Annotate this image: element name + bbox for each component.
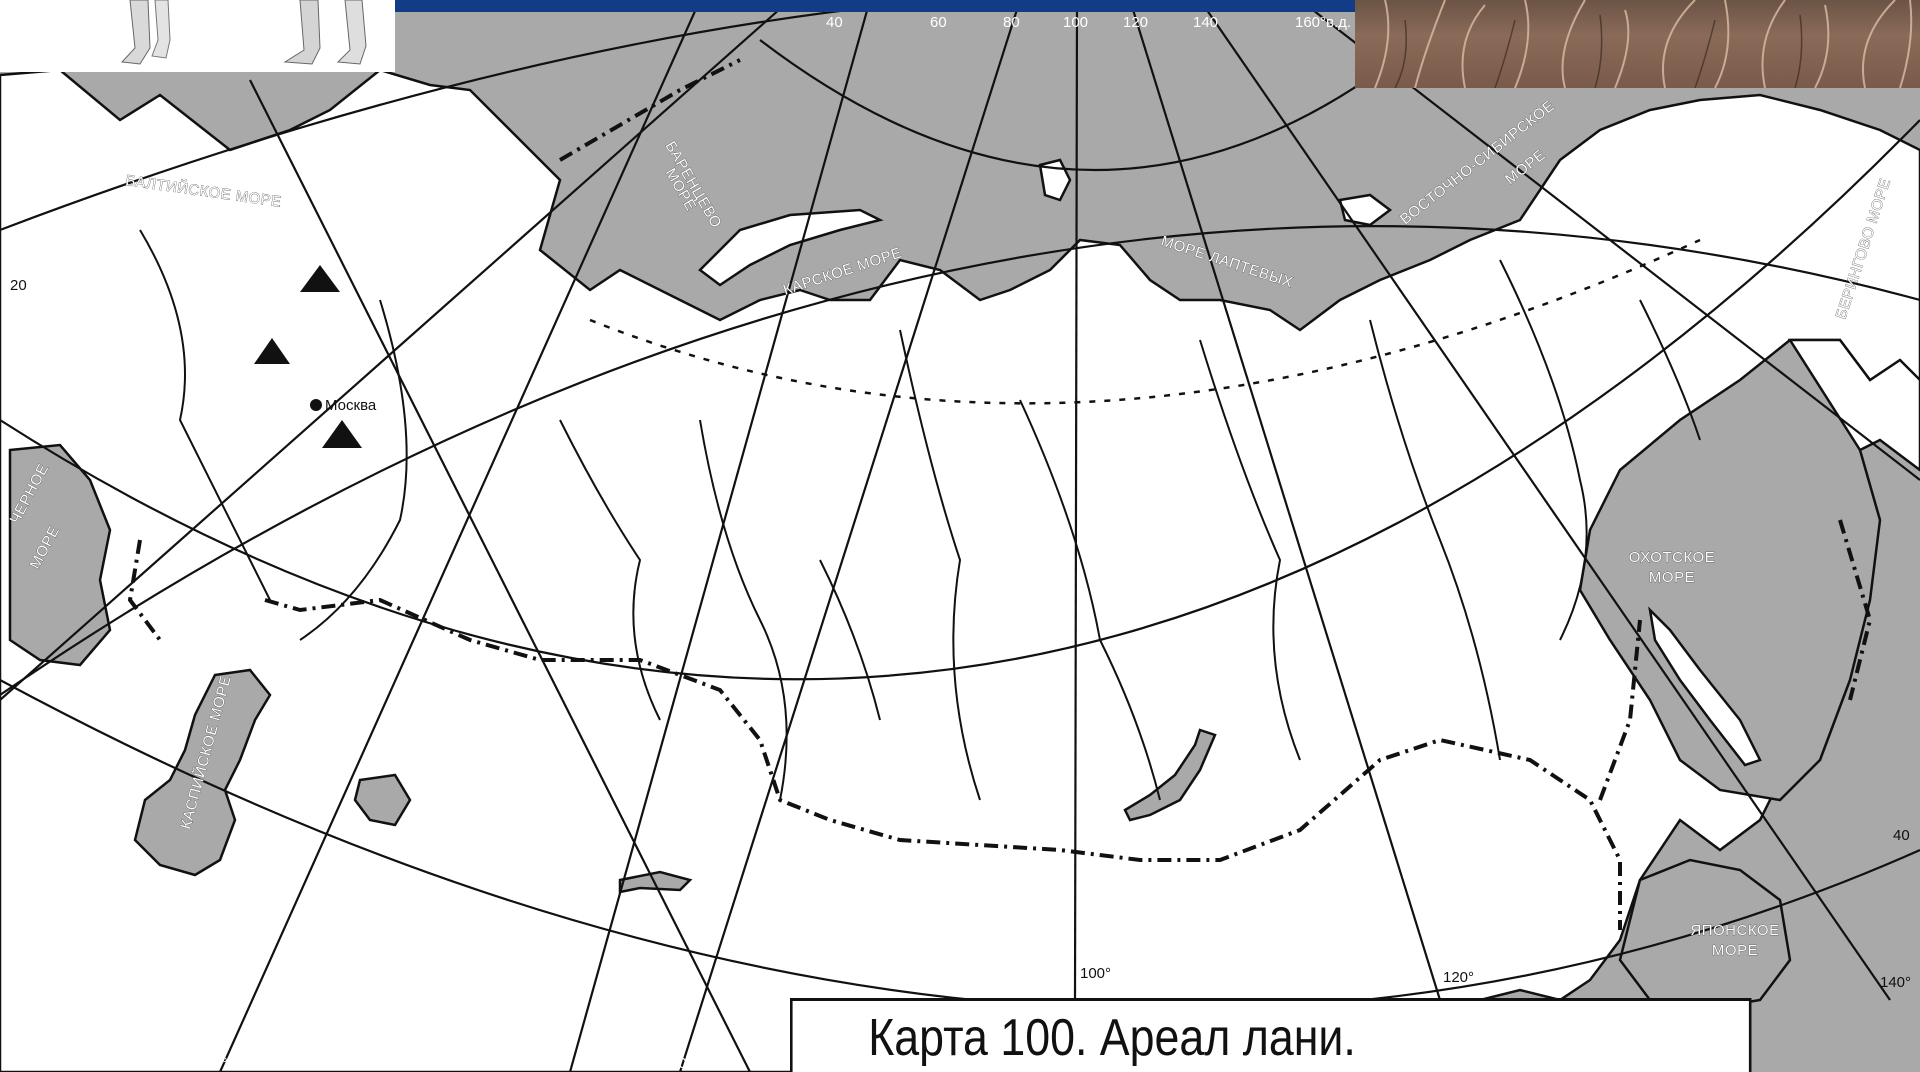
map-caption: Карта 100. Ареал лани. [790,998,1752,1072]
meridian-label-160: 160°в.д. [1295,14,1351,31]
caspian-sea [133,668,272,877]
meridian-label-60: 60 [930,14,947,31]
meridian-label-140-bottom: 140° [1880,974,1911,991]
range-marker-3 [322,420,362,448]
city-label-moscow: Москва [325,397,377,414]
land-mass [0,68,1920,1072]
sea-label-japan-1: ЯПОНСКОЕ [1690,922,1779,939]
rivers [139,229,1701,801]
range-marker-1 [300,265,340,292]
black-sea [8,443,112,667]
state-border [127,58,1873,930]
sakhalin [1648,606,1762,767]
meridian-label-140: 140 [1193,14,1218,31]
grass-image [1374,0,1913,88]
meridian-label-120: 120 [1123,14,1148,31]
sea-label-okhotsk-2: МОРЕ [1649,569,1695,586]
meridian-label-120-bottom: 120° [1443,969,1474,986]
meridian-label-60-bottom: 60° [205,1055,228,1072]
deer-legs-image [120,0,367,65]
parallel-label-40-right: 40 [1893,827,1910,844]
kamchatka [1787,338,1920,472]
meridian-label-80: 80 [1003,14,1020,31]
grass-photo [1355,0,1920,88]
sea-label-okhotsk-1: ОХОТСКОЕ [1629,549,1715,566]
sea-label-japan-2: МОРЕ [1712,942,1758,959]
title-banner [395,0,1355,12]
japan-sea [1618,858,1792,1012]
novaya-zemlya [698,208,884,287]
aral-sea [353,773,412,827]
meridian-label-100: 100 [1063,14,1088,31]
meridian-label-100-bottom: 100° [1080,965,1111,982]
meridian-label-40: 40 [826,14,843,31]
meridian-label-80-bottom: 80° [670,1055,693,1072]
lake-baikal [1123,728,1217,822]
severnaya-zemlya [1038,158,1072,202]
moscow-dot [310,399,322,411]
new-siberian-islands [1338,193,1393,227]
range-marker-2 [254,338,290,364]
parallel-label-20: 20 [10,277,27,294]
deer-photo [0,0,395,72]
